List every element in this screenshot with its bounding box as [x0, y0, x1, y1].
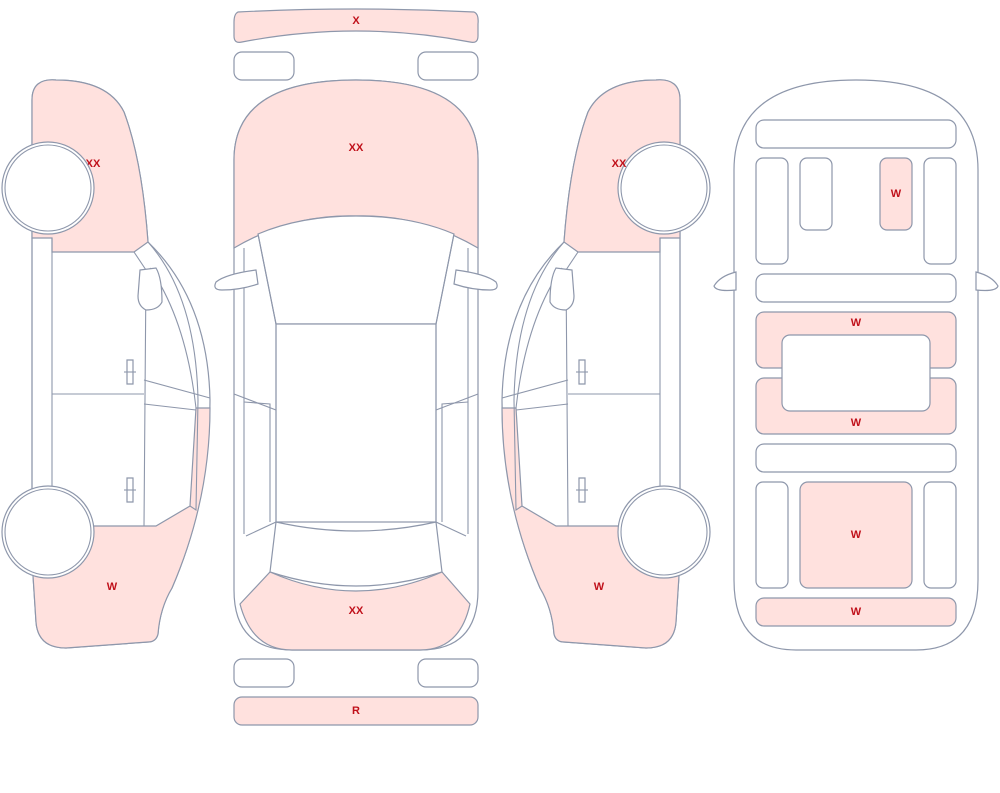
right-front-fender-label: XX — [612, 158, 627, 170]
rear-bench-seat[interactable] — [799, 481, 913, 589]
interior-right-mirror[interactable] — [975, 271, 999, 292]
left-side-mirror[interactable] — [137, 267, 163, 311]
left-mirror[interactable] — [214, 269, 259, 291]
right-rear-quarter[interactable] — [501, 407, 681, 649]
left-side-view: XX W — [1, 79, 211, 649]
roof[interactable] — [275, 323, 437, 523]
middle-row-rear-label: W — [851, 417, 862, 429]
right-taillight[interactable] — [417, 658, 479, 688]
right-rear-door-panel[interactable] — [923, 481, 957, 589]
right-rear-quarter-label: W — [594, 581, 605, 593]
windshield[interactable] — [257, 215, 455, 325]
front-floor-strip[interactable] — [755, 273, 957, 303]
front-bumper-label: X — [352, 15, 360, 27]
trunk-floor-label: W — [851, 606, 862, 618]
interior-view: W W W W W — [713, 79, 999, 651]
left-rear-wheel[interactable] — [1, 485, 95, 579]
passenger-seat-label: W — [891, 188, 902, 200]
driver-seat[interactable] — [799, 157, 833, 231]
rear-window[interactable] — [269, 521, 443, 587]
left-headlight[interactable] — [233, 51, 295, 81]
left-front-wheel[interactable] — [1, 141, 95, 235]
right-side-view — [501, 79, 711, 649]
center-console[interactable] — [781, 334, 931, 412]
rear-bumper[interactable] — [233, 696, 479, 726]
dashboard[interactable] — [755, 119, 957, 149]
passenger-seat[interactable] — [879, 157, 913, 231]
left-front-door-panel[interactable] — [755, 157, 789, 265]
rear-floor-strip[interactable] — [755, 443, 957, 473]
right-mirror[interactable] — [453, 269, 498, 291]
right-headlight[interactable] — [417, 51, 479, 81]
left-taillight[interactable] — [233, 658, 295, 688]
right-rear-wheel[interactable] — [617, 485, 711, 579]
rear-bench-seat-label: W — [851, 529, 862, 541]
right-side-mirror[interactable] — [549, 267, 575, 311]
top-view: XX XX — [214, 79, 498, 651]
interior-left-mirror[interactable] — [713, 271, 737, 292]
rear-bumper-label: R — [352, 705, 360, 717]
hood-label: XX — [349, 142, 364, 154]
trunk-label: XX — [349, 605, 364, 617]
right-front-wheel[interactable] — [617, 141, 711, 235]
front-bumper[interactable] — [233, 8, 479, 43]
trunk-lid[interactable] — [239, 571, 471, 651]
left-rear-quarter[interactable] — [31, 407, 211, 649]
left-rear-quarter-label: W — [107, 581, 118, 593]
middle-row-front-label: W — [851, 317, 862, 329]
left-rear-door-panel[interactable] — [755, 481, 789, 589]
trunk-floor[interactable] — [755, 597, 957, 627]
right-front-door-panel[interactable] — [923, 157, 957, 265]
